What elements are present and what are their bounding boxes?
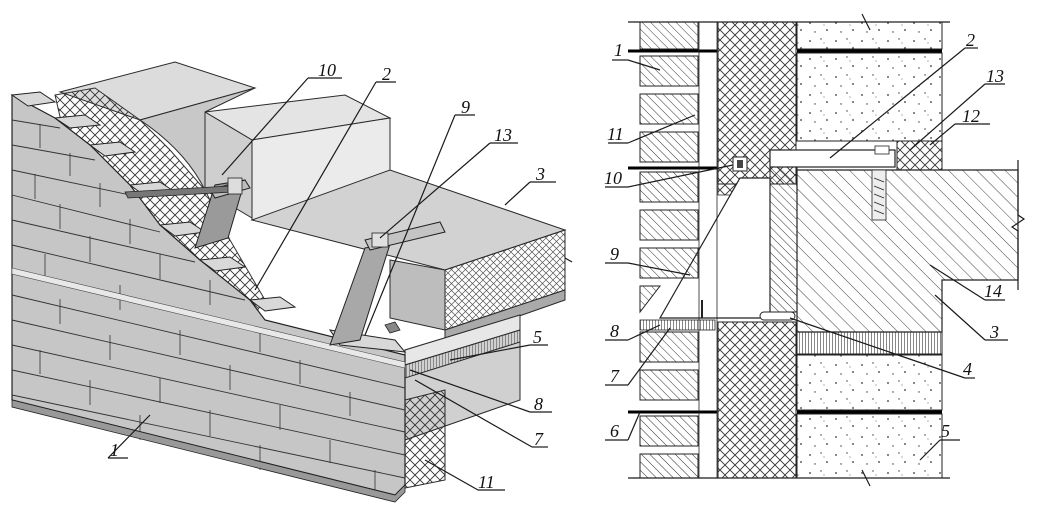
vertical-plate bbox=[769, 164, 798, 313]
label-right-7: 7 bbox=[610, 366, 620, 386]
label-right-1: 1 bbox=[614, 40, 623, 60]
label-right-12: 12 bbox=[962, 106, 980, 126]
section-view: 1 2 13 11 12 10 9 14 8 3 7 4 6 5 bbox=[604, 13, 1026, 487]
label-right-3: 3 bbox=[989, 322, 999, 342]
label-left-9: 9 bbox=[461, 97, 470, 117]
brick-facade bbox=[10, 91, 407, 503]
lower-block bbox=[404, 314, 521, 489]
label-right-4: 4 bbox=[963, 359, 972, 379]
isometric-view: 10 2 9 13 3 5 8 7 11 1 bbox=[10, 60, 573, 503]
label-right-13: 13 bbox=[986, 66, 1004, 86]
anchor-bracket-upper bbox=[124, 177, 251, 249]
label-left-1: 1 bbox=[110, 440, 119, 460]
label-right-2: 2 bbox=[966, 30, 975, 50]
left-leaders bbox=[107, 77, 556, 491]
label-left-7: 7 bbox=[534, 429, 544, 449]
label-right-9: 9 bbox=[610, 244, 619, 264]
label-right-8: 8 bbox=[610, 321, 619, 341]
label-right-14: 14 bbox=[984, 281, 1002, 301]
lower-anchor bbox=[759, 311, 796, 321]
label-right-5: 5 bbox=[941, 421, 950, 441]
insulation-insert bbox=[896, 140, 943, 171]
label-right-6: 6 bbox=[610, 421, 619, 441]
label-left-8: 8 bbox=[534, 394, 543, 414]
label-right-11: 11 bbox=[607, 124, 624, 144]
label-left-11: 11 bbox=[478, 472, 495, 492]
label-left-13: 13 bbox=[494, 125, 512, 145]
floor-slab-section bbox=[796, 160, 1026, 333]
label-left-2: 2 bbox=[382, 64, 391, 84]
bolt bbox=[732, 156, 748, 172]
label-left-10: 10 bbox=[318, 60, 336, 80]
right-leaders bbox=[605, 47, 1008, 461]
label-left-3: 3 bbox=[535, 164, 545, 184]
anchor-rail bbox=[769, 149, 896, 168]
brick-column bbox=[639, 21, 699, 479]
label-right-10: 10 bbox=[604, 168, 622, 188]
label-left-5: 5 bbox=[533, 327, 542, 347]
